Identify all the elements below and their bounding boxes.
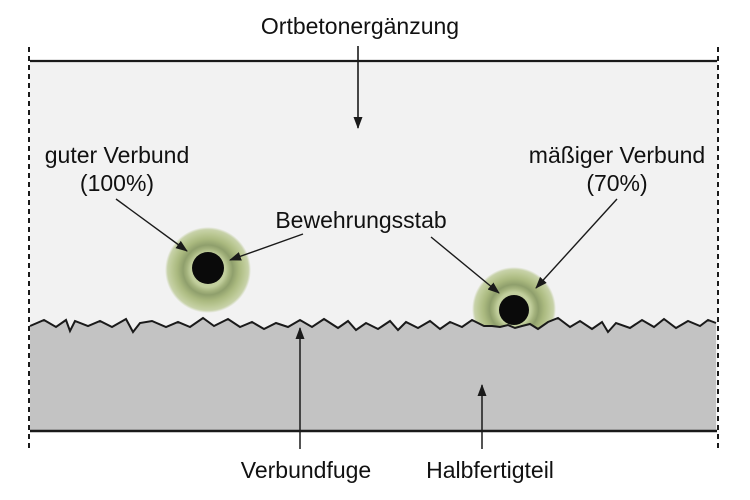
good-bond-label-line1: guter Verbund [44,142,190,168]
interface-jagged-line [29,316,717,334]
joint-label: Verbundfuge [240,457,372,483]
topping-label: Ortbetonergänzung [260,13,460,39]
rebar-arrow-right [430,236,500,294]
moderate-bond-label-line1: mäßiger Verbund [528,142,706,168]
good-bond-arrow [115,198,188,252]
moderate-bond-arrow [535,198,618,289]
rebar-arrow-left [229,233,304,261]
rebar-good-bond [192,252,224,284]
moderate-bond-label-line2: (70%) [586,170,648,196]
good-bond-label: guter Verbund (100%) [45,141,190,197]
good-bond-label-line2: (100%) [79,170,155,196]
rebar-moderate-bond [499,295,529,325]
rebar-label: Bewehrungsstab [275,207,447,233]
precast-region [30,318,716,431]
precast-label: Halbfertigteil [426,457,554,483]
moderate-bond-label: mäßiger Verbund (70%) [529,141,705,197]
